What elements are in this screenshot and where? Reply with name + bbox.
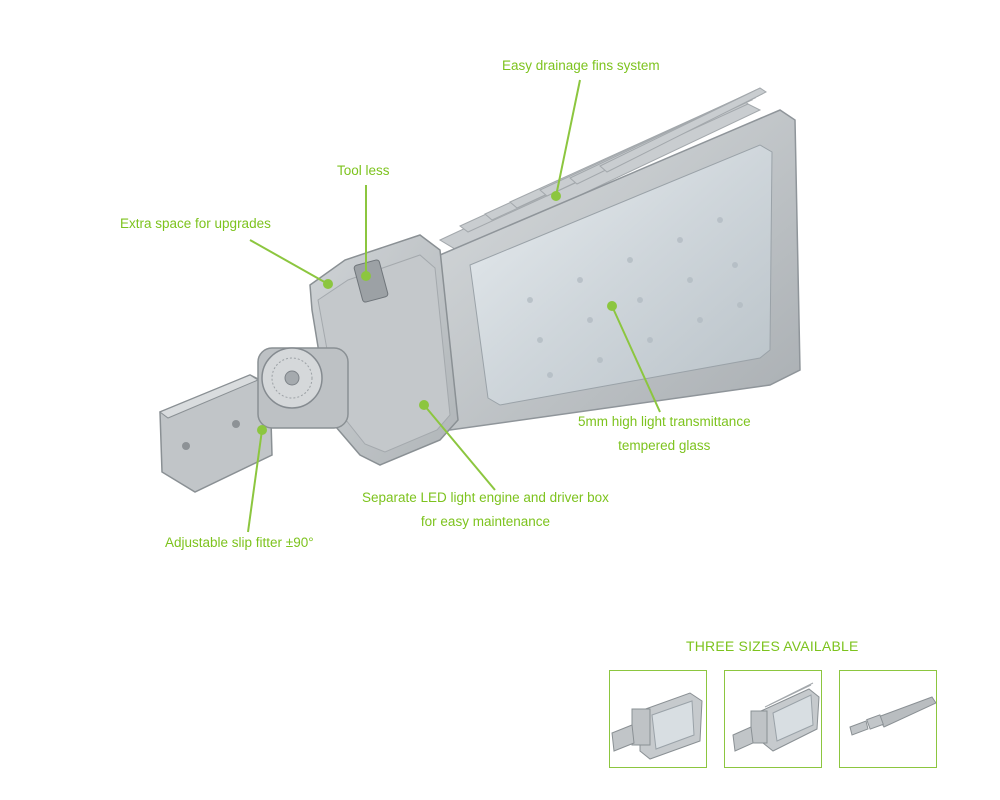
callout-lines <box>247 79 661 533</box>
thumbnail-large[interactable] <box>839 670 937 768</box>
callout-glass-line-2: tempered glass <box>618 438 711 453</box>
large-luminaire-image <box>849 696 936 736</box>
callout-glass-line-1: 5mm high light transmittance <box>578 414 751 429</box>
callout-extra-space: Extra space for upgrades <box>120 216 271 231</box>
thumbnail-small[interactable] <box>609 670 707 768</box>
thumbnail-medium[interactable] <box>724 670 822 768</box>
callout-tool-less: Tool less <box>337 163 390 178</box>
callout-drainage-fins: Easy drainage fins system <box>502 58 660 73</box>
callout-dots <box>257 191 617 435</box>
sizes-title: THREE SIZES AVAILABLE <box>686 638 859 654</box>
callout-tempered-glass: 5mm high light transmittance tempered gl… <box>578 410 751 458</box>
cooling-fins <box>438 87 767 253</box>
lamp-housing <box>434 109 801 431</box>
street-light-illustration <box>158 79 801 533</box>
small-luminaire-image <box>611 692 703 760</box>
slip-fitter <box>158 347 349 493</box>
callout-led-engine: Separate LED light engine and driver box… <box>362 486 609 534</box>
callout-engine-line-2: for easy maintenance <box>420 514 550 529</box>
medium-luminaire-image <box>732 682 820 752</box>
callout-slip-fitter: Adjustable slip fitter ±90° <box>165 535 314 550</box>
callout-engine-line-1: Separate LED light engine and driver box <box>362 490 609 505</box>
